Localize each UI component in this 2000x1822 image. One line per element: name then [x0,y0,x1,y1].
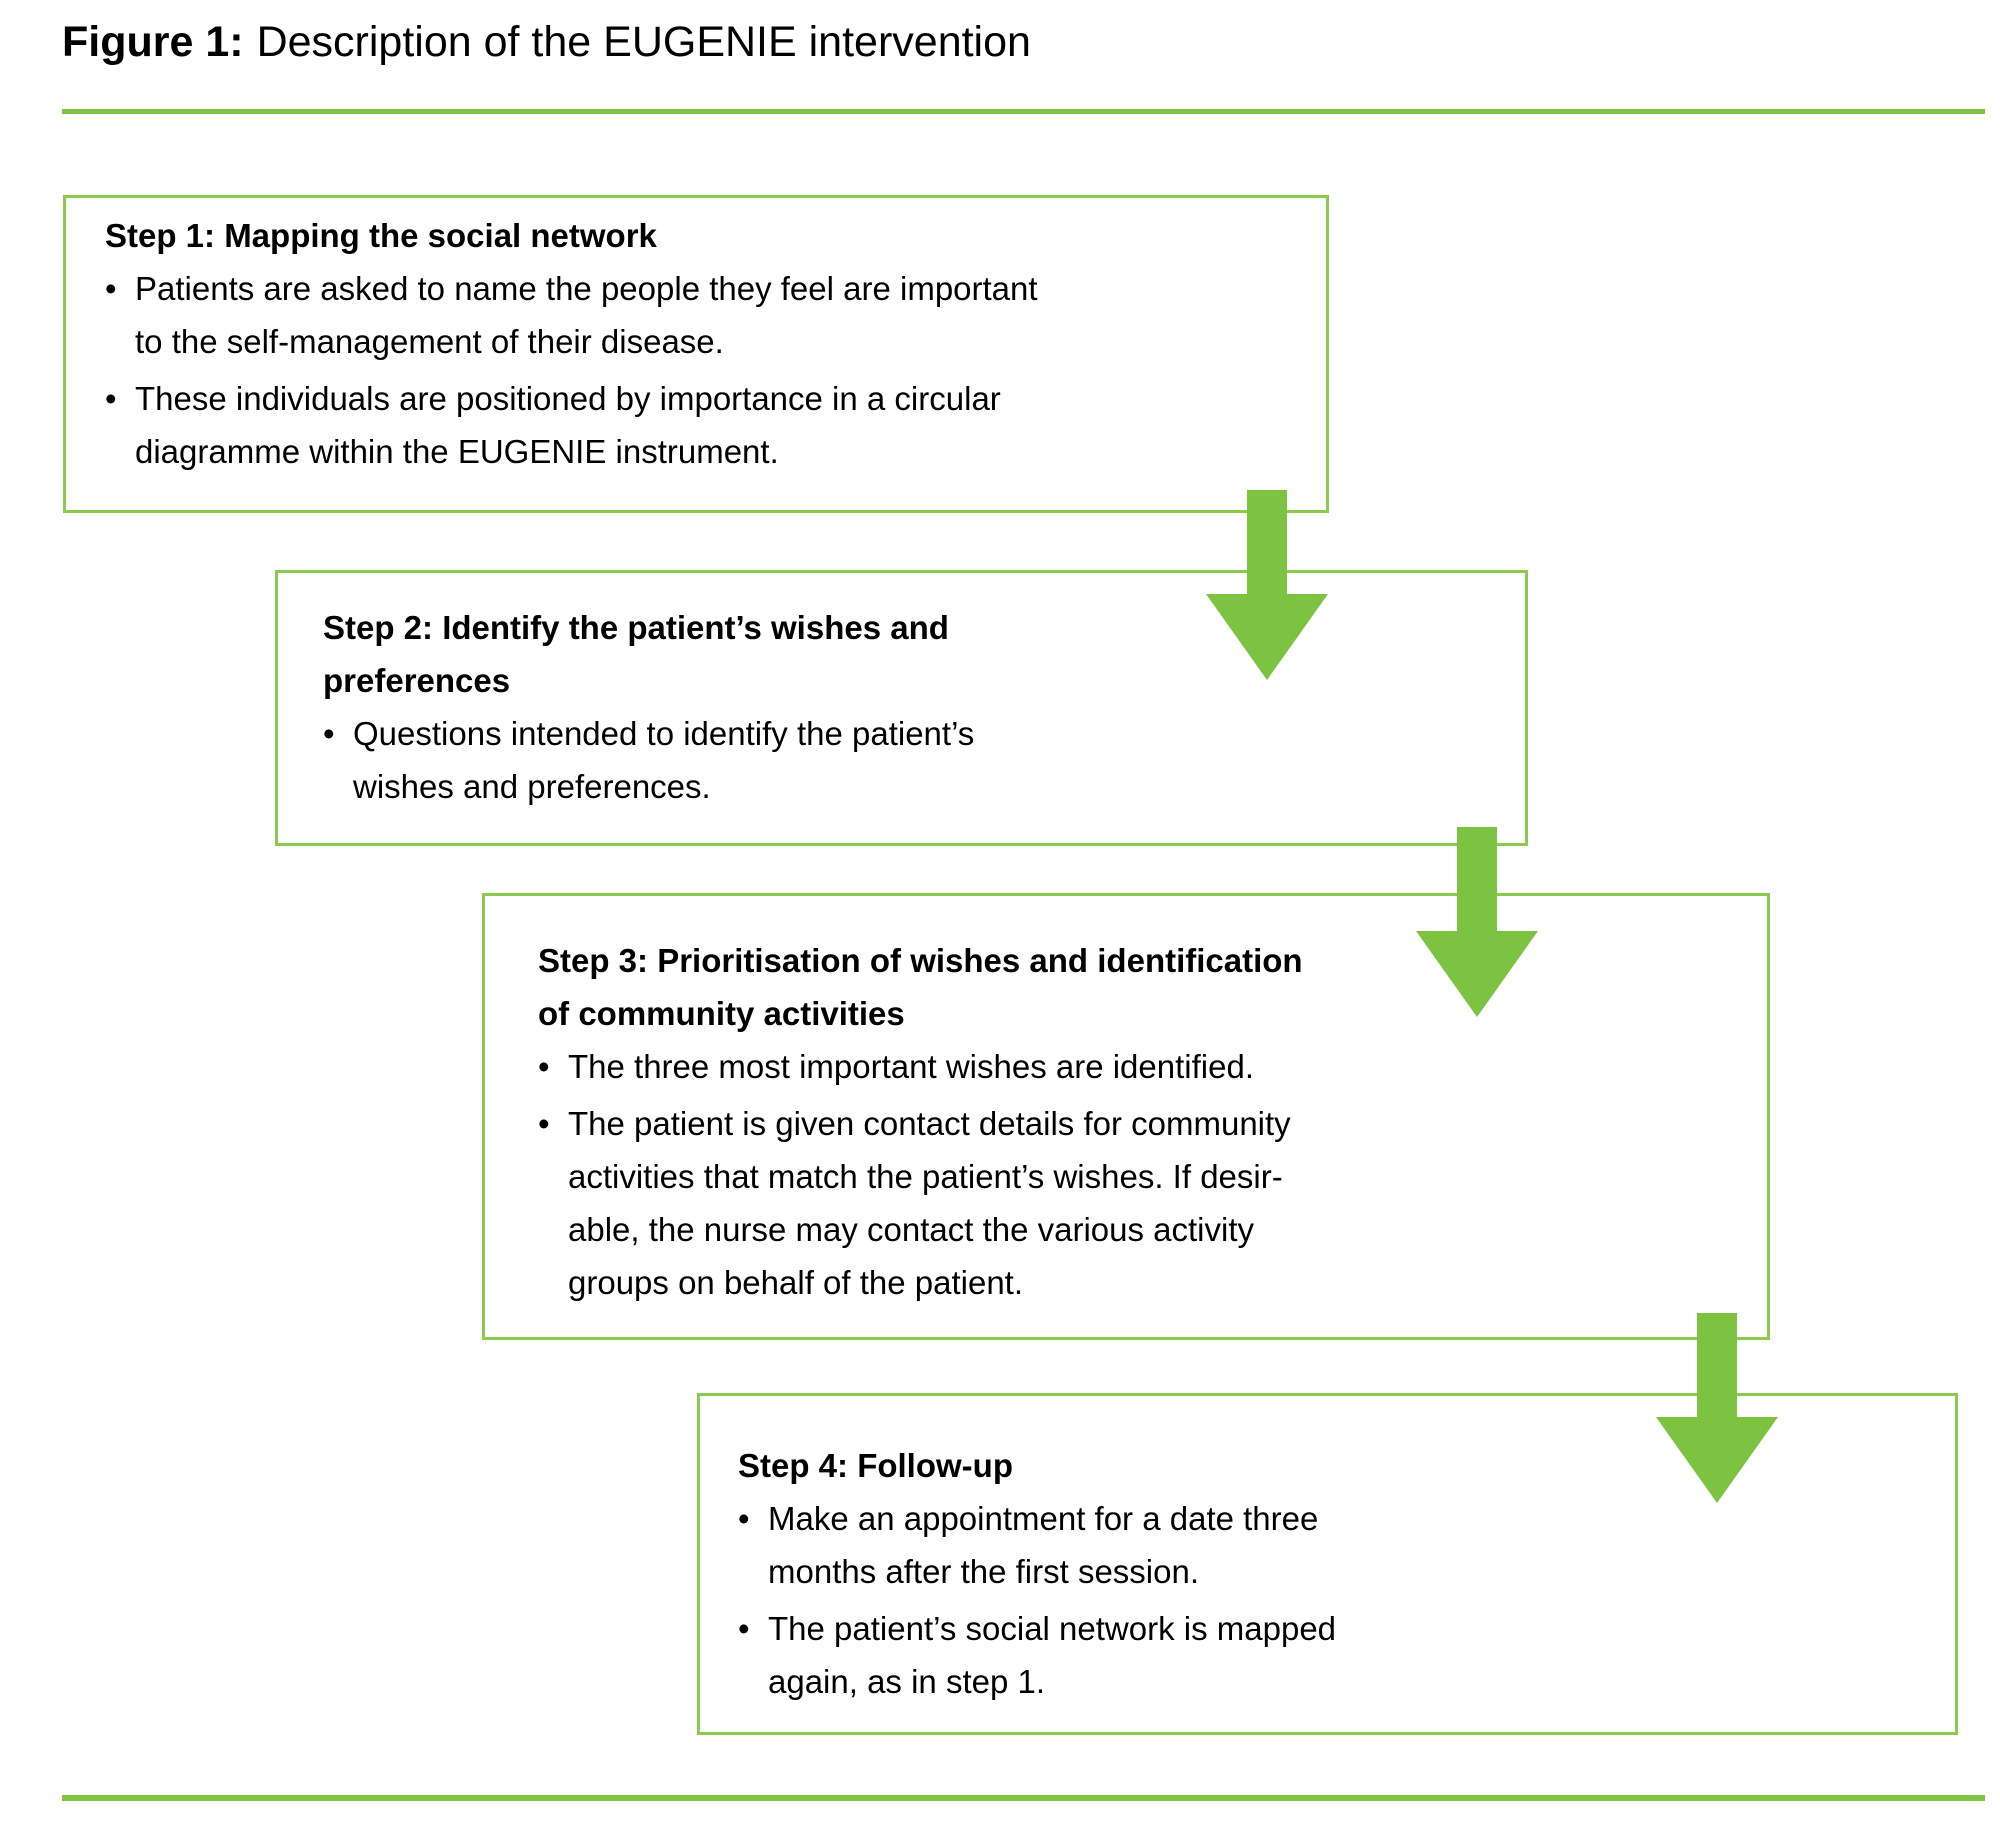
bullet-marker: • [105,380,117,417]
bullet-marker: • [738,1610,750,1647]
step-2-bullets: • Questions intended to identify the pati… [323,707,1497,813]
bullet-item: • Questions intended to identify the pati… [323,707,1497,813]
bullet-item: • These individuals are positioned by imp… [105,372,1298,478]
bullet-marker: • [538,1048,550,1085]
down-arrow-icon [1656,1313,1778,1503]
step-2-box: Step 2: Identify the patient’s wishes an… [275,570,1528,846]
bullet-item: • Patients are asked to name the people t… [105,262,1298,368]
bullet-marker: • [538,1105,550,1142]
top-rule [62,109,1985,114]
bullet-marker: • [323,715,335,752]
step-4-bullets: • Make an appointment for a date three mo… [738,1492,1927,1708]
step-3-bullets: • The three most important wishes are ide… [538,1040,1739,1309]
bullet-text: Make an appointment for a date three mon… [768,1500,1319,1590]
bullet-text: The patient’s social network is mapped a… [768,1610,1337,1700]
bullet-text: Patients are asked to name the people th… [135,270,1038,360]
bottom-rule [62,1795,1985,1801]
bullet-text: The three most important wishes are iden… [568,1048,1254,1085]
step-2-title: Step 2: Identify the patient’s wishes an… [323,609,949,699]
figure-label: Figure 1: [62,18,244,66]
down-arrow-icon [1416,827,1538,1017]
step-1-bullets: • Patients are asked to name the people t… [105,262,1298,478]
bullet-item: • The patient’s social network is mapped … [738,1602,1927,1708]
figure-title: Figure 1:Description of the EUGENIE inte… [62,16,1031,70]
step-3-box: Step 3: Prioritisation of wishes and ide… [482,893,1770,1340]
bullet-marker: • [105,270,117,307]
down-arrow-icon [1206,490,1328,680]
bullet-item: • The three most important wishes are ide… [538,1040,1739,1093]
bullet-item: • The patient is given contact details fo… [538,1097,1739,1309]
step-4-title: Step 4: Follow-up [738,1447,1013,1484]
bullet-marker: • [738,1500,750,1537]
figure-caption: Description of the EUGENIE intervention [256,18,1031,66]
bullet-text: Questions intended to identify the patie… [353,715,975,805]
bullet-item: • Make an appointment for a date three mo… [738,1492,1927,1598]
step-1-title: Step 1: Mapping the social network [105,217,657,254]
bullet-text: The patient is given contact details for… [568,1105,1291,1301]
step-3-title: Step 3: Prioritisation of wishes and ide… [538,942,1303,1032]
bullet-text: These individuals are positioned by impo… [135,380,1001,470]
step-1-box: Step 1: Mapping the social network • Pati… [63,195,1329,513]
